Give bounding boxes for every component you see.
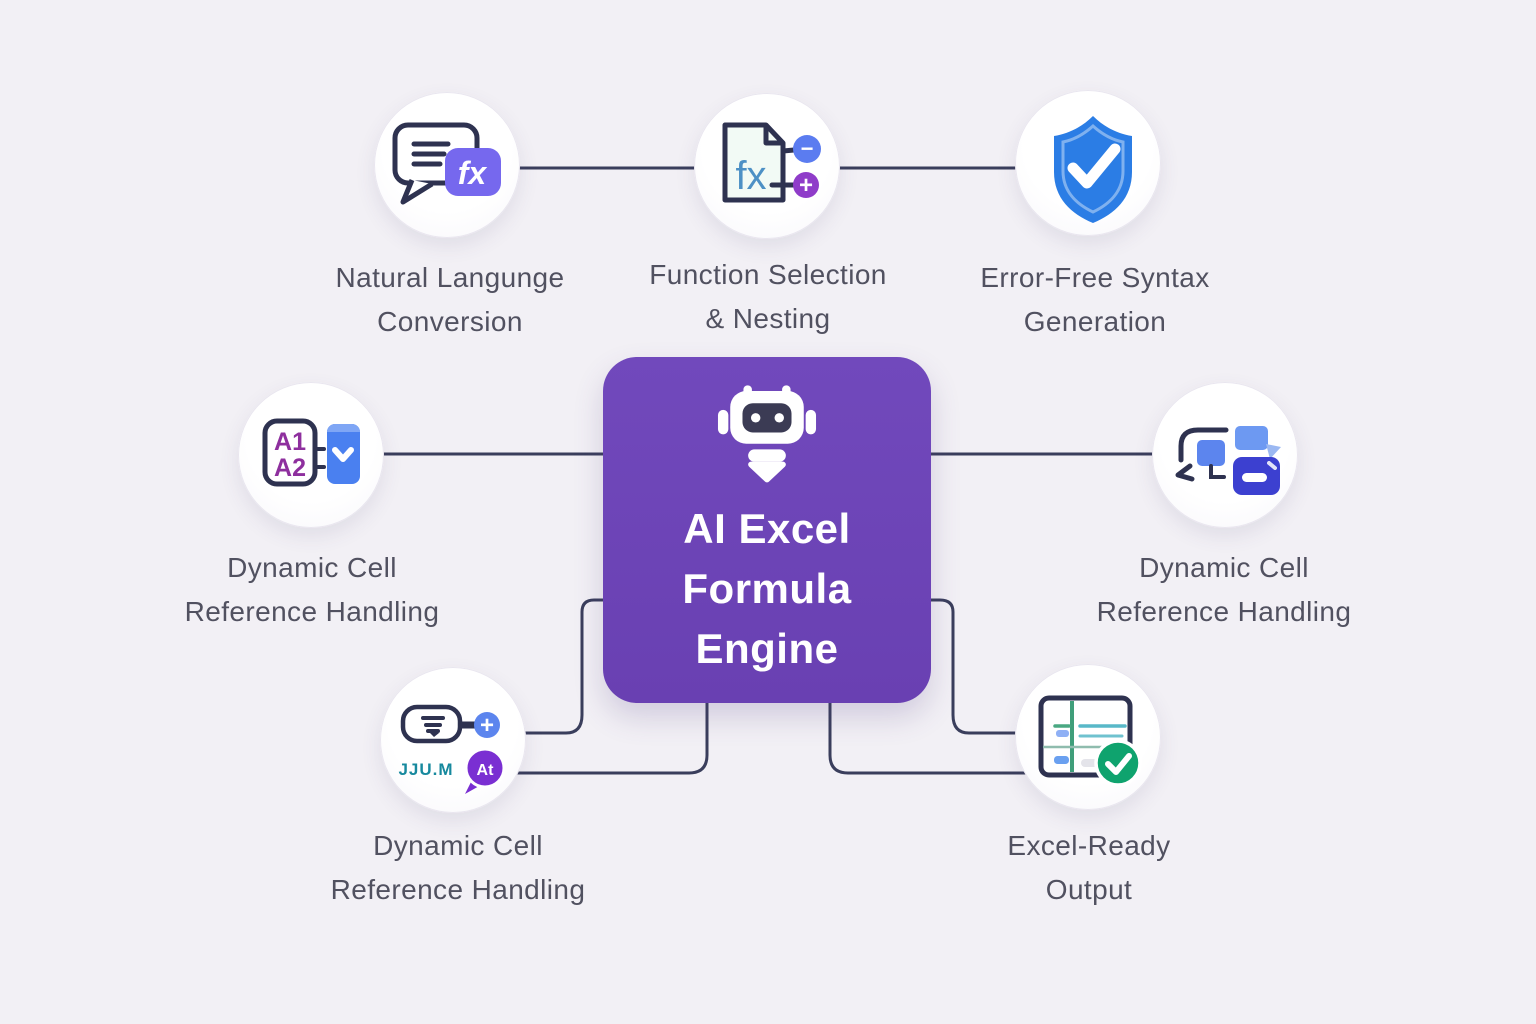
fx-label: fx <box>735 154 766 198</box>
cell-range-dropdown-icon: A1 A2 <box>262 418 360 487</box>
connector-line <box>500 703 709 775</box>
label-line: Function Selection <box>649 259 887 290</box>
flow-blocks-icon <box>1175 426 1281 495</box>
center-engine-box: AI Excel Formula Engine <box>603 357 931 703</box>
label-line: Dynamic Cell <box>227 552 397 583</box>
label-line: Generation <box>1023 306 1167 337</box>
node-dynamic-cell-reference-right <box>1152 382 1298 528</box>
label-line: Error-Free Syntax <box>980 262 1210 293</box>
cell-ref-a1: A1 <box>274 428 306 456</box>
chat-fx-icon: fx <box>392 122 501 205</box>
label-natural-language-conversion: Natural Langunge Conversion <box>250 256 650 344</box>
caption-text: JJU.M <box>398 760 453 779</box>
label-line: Dynamic Cell <box>1139 552 1309 583</box>
shield-check-icon <box>1054 116 1132 223</box>
node-error-free-syntax-generation <box>1015 90 1161 236</box>
label-dynamic-cell-reference-bottom: Dynamic Cell Reference Handling <box>258 824 658 912</box>
fx-label: fx <box>458 155 488 191</box>
label-line: Reference Handling <box>1096 596 1352 627</box>
label-line: Dynamic Cell <box>373 830 543 861</box>
label-line: Output <box>1045 874 1133 905</box>
label-line: Natural Langunge <box>335 262 565 293</box>
label-dynamic-cell-reference-left: Dynamic Cell Reference Handling <box>112 546 512 634</box>
node-dynamic-cell-reference-bottom: + JJU.M At <box>380 667 526 813</box>
connector-line <box>505 598 604 735</box>
label-line: Reference Handling <box>330 874 586 905</box>
label-line: Excel-Ready <box>1007 830 1171 861</box>
node-function-selection-nesting: fx − + <box>694 93 840 239</box>
label-dynamic-cell-reference-right: Dynamic Cell Reference Handling <box>1024 546 1424 634</box>
ai-badge-text: At <box>477 762 495 779</box>
label-error-free-syntax-generation: Error-Free Syntax Generation <box>895 256 1295 344</box>
node-dynamic-cell-reference-left: A1 A2 <box>238 382 384 528</box>
connector-line <box>828 703 1035 775</box>
minus-glyph: − <box>801 136 814 161</box>
label-line: Conversion <box>377 306 523 337</box>
document-fx-icon: fx − + <box>722 122 821 203</box>
plus-glyph: + <box>480 712 494 739</box>
center-title-line: Engine <box>695 625 839 672</box>
label-line: & Nesting <box>705 303 831 334</box>
robot-icon <box>717 385 817 483</box>
node-excel-ready-output <box>1015 664 1161 810</box>
center-title-line: Formula <box>682 565 852 612</box>
spreadsheet-check-icon <box>1038 695 1142 787</box>
connector-line <box>930 598 1030 735</box>
cell-ref-a2: A2 <box>274 454 306 482</box>
node-natural-language-conversion: fx <box>374 92 520 238</box>
center-title-line: AI Excel <box>683 505 851 552</box>
center-title: AI Excel Formula Engine <box>603 499 931 679</box>
label-function-selection-nesting: Function Selection & Nesting <box>568 253 968 341</box>
prompt-ai-bubble-icon: + JJU.M At <box>398 704 506 794</box>
label-line: Reference Handling <box>184 596 440 627</box>
label-excel-ready-output: Excel-Ready Output <box>889 824 1289 912</box>
plus-glyph: + <box>799 172 813 199</box>
